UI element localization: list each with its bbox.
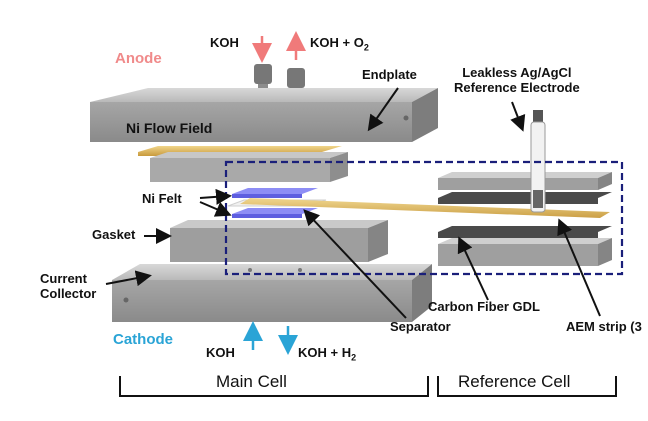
aem-strip xyxy=(240,198,610,218)
reference-gdl-bottom xyxy=(438,226,612,238)
main-cell-label: Main Cell xyxy=(216,372,287,391)
gasket-label: Gasket xyxy=(92,227,136,242)
koh-outlet-label-top: KOH + O2 xyxy=(310,35,369,53)
reference-cell-dashed-box xyxy=(224,160,624,276)
bottom-endplate xyxy=(112,264,432,322)
reference-gdl-top xyxy=(438,192,612,204)
koh-outlet-label-bottom: KOH + H2 xyxy=(298,345,357,363)
ni-felt-leader-1 xyxy=(199,188,232,205)
reference-cell-label: Reference Cell xyxy=(458,372,571,391)
current-collector-leader xyxy=(105,270,152,287)
koh-inlet-label-bottom: KOH xyxy=(206,345,235,360)
ni-felt-label: Ni Felt xyxy=(142,191,182,206)
reference-electrode-leader xyxy=(510,101,526,132)
koh-inlet-label-top: KOH xyxy=(210,35,239,50)
separator-leader xyxy=(303,209,407,319)
separator-label: Separator xyxy=(390,319,451,334)
carbon-fiber-gdl-label: Carbon Fiber GDL xyxy=(428,299,540,314)
ni-felt-leader-2 xyxy=(199,201,232,217)
ni-flow-field-label: Ni Flow Field xyxy=(126,120,213,136)
ni-felt-bottom xyxy=(232,208,318,218)
ni-felt-top xyxy=(232,188,318,198)
main-cell-bracket xyxy=(119,376,429,397)
cathode-label: Cathode xyxy=(113,331,173,348)
aem-strip-label: AEM strip (3 xyxy=(566,319,642,334)
carbon-fiber-gdl-leader xyxy=(457,236,489,301)
ni-flow-field-plate xyxy=(150,152,348,182)
reference-electrode xyxy=(530,110,546,213)
reference-bottom-plate xyxy=(438,238,612,266)
gasket xyxy=(170,220,388,262)
top-endplate xyxy=(90,88,438,142)
aem-strip-leader xyxy=(557,218,601,317)
endplate-leader xyxy=(367,87,399,132)
anode-label: Anode xyxy=(115,50,162,67)
reference-top-plate xyxy=(438,172,612,190)
reference-cell-bracket xyxy=(437,376,617,397)
endplate-label: Endplate xyxy=(362,67,417,82)
